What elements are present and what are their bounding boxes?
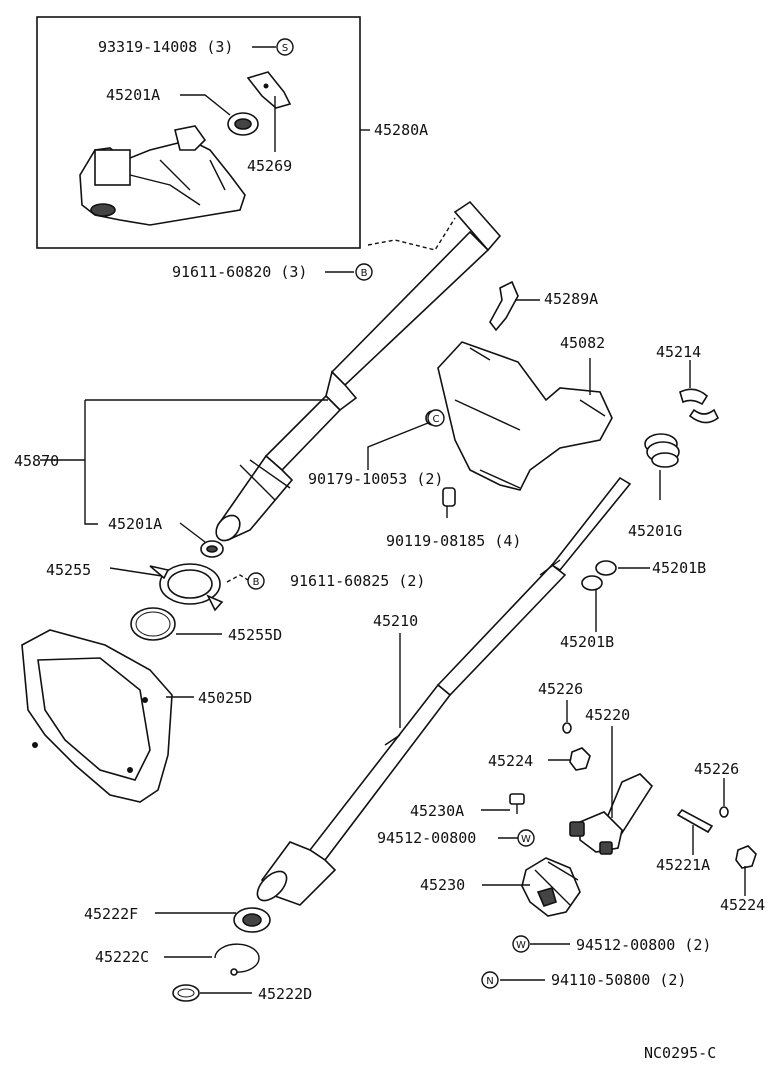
diagram-code: NC0295-C [644, 1044, 716, 1062]
pin-45226-left [562, 722, 572, 734]
svg-text:C: C [433, 414, 440, 425]
label-45226-right: 45226 [694, 760, 739, 778]
label-45201a-low: 45201A [108, 515, 162, 533]
snap-ring-45201b-left [581, 575, 603, 591]
pin-45221a [676, 808, 714, 834]
bearing-45201a-top [227, 112, 259, 136]
main-shaft-45210 [256, 476, 632, 906]
label-45220: 45220 [585, 706, 630, 724]
support-bracket-45082 [437, 341, 613, 491]
label-91611-820: 91611-60820 (3) [172, 263, 307, 281]
label-45222c: 45222C [95, 948, 149, 966]
symbol-b-upper: B [355, 263, 373, 281]
label-45210: 45210 [373, 612, 418, 630]
joint-45230 [521, 857, 581, 917]
spring-45201g [644, 433, 680, 468]
label-45230a: 45230A [410, 802, 464, 820]
label-45025d: 45025D [198, 689, 252, 707]
label-45221a: 45221A [656, 856, 710, 874]
label-45222f: 45222F [84, 905, 138, 923]
label-90179: 90179-10053 (2) [308, 470, 443, 488]
leader-lines [40, 46, 746, 994]
label-45201b-right: 45201B [652, 559, 706, 577]
svg-text:W: W [521, 834, 531, 845]
nut-90119 [442, 487, 456, 507]
label-45255d: 45255D [228, 626, 282, 644]
symbol-w-upper: W [517, 829, 535, 847]
bearing-45222f [233, 907, 271, 933]
symbol-b-lower: B [247, 572, 265, 590]
column-tube-45870 [215, 200, 502, 542]
symbol-c: C [427, 409, 445, 427]
clamp-45255 [149, 563, 224, 612]
label-45280a: 45280A [374, 121, 428, 139]
label-45201b-left: 45201B [560, 633, 614, 651]
snap-ring-45222c [214, 943, 260, 976]
label-45870: 45870 [14, 452, 59, 470]
label-45224-right: 45224 [720, 896, 765, 914]
label-45082: 45082 [560, 334, 605, 352]
symbol-w-lower: W [512, 935, 530, 953]
cover-45025d [21, 629, 173, 803]
seal-ring-45255d [130, 607, 176, 641]
label-45214: 45214 [656, 343, 701, 361]
svg-text:B: B [361, 268, 368, 279]
collar-45214 [679, 388, 720, 424]
svg-text:N: N [486, 976, 493, 987]
label-45201a-top: 45201A [106, 86, 160, 104]
label-45269: 45269 [247, 157, 292, 175]
svg-text:S: S [282, 43, 288, 54]
svg-text:W: W [516, 940, 526, 951]
block-45224-right [735, 845, 757, 869]
ring-45222d [172, 984, 200, 1002]
symbol-n: N [481, 971, 499, 989]
svg-text:B: B [253, 577, 260, 588]
label-45230: 45230 [420, 876, 465, 894]
bracket-45269 [246, 71, 292, 109]
lock-housing-assembly [79, 125, 246, 226]
label-45255: 45255 [46, 561, 91, 579]
symbol-s: S [276, 38, 294, 56]
label-94110: 94110-50800 (2) [551, 971, 686, 989]
block-45224-left [569, 747, 591, 771]
label-45222d: 45222D [258, 985, 312, 1003]
label-94512-b: 94512-00800 (2) [576, 936, 711, 954]
pin-45226-right [719, 806, 729, 818]
label-45224-left: 45224 [488, 752, 533, 770]
label-45226-left: 45226 [538, 680, 583, 698]
inset-box-45280a [36, 16, 361, 249]
bracket-45289a [489, 280, 519, 332]
label-90119: 90119-08185 (4) [386, 532, 521, 550]
bearing-45201a-lower [200, 540, 224, 558]
label-45289a: 45289A [544, 290, 598, 308]
bolt-45230a [509, 793, 525, 814]
label-91611-825: 91611-60825 (2) [290, 572, 425, 590]
label-93319: 93319-14008 (3) [98, 38, 233, 56]
label-94512-a: 94512-00800 [377, 829, 476, 847]
yoke-45220 [569, 773, 654, 855]
snap-ring-45201b-right [595, 560, 617, 576]
label-45201g: 45201G [628, 522, 682, 540]
